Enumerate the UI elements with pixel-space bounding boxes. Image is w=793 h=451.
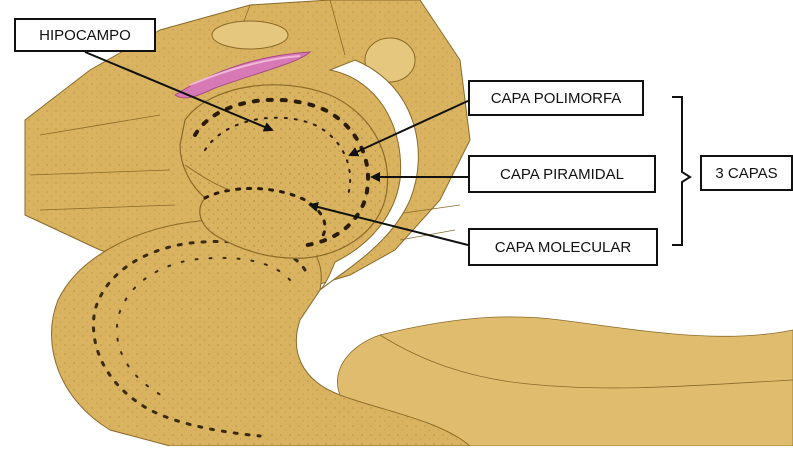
label-molecular-layer: CAPA MOLECULAR: [468, 228, 658, 266]
label-hippocampus: HIPOCAMPO: [14, 18, 156, 52]
label-three-layers: 3 CAPAS: [700, 155, 793, 191]
upper-blob-left: [212, 21, 288, 49]
bracket-icon: [672, 97, 690, 245]
label-polymorphic-layer: CAPA POLIMORFA: [468, 80, 644, 116]
lower-gyrus: [51, 219, 793, 446]
label-pyramidal-layer: CAPA PIRAMIDAL: [468, 155, 656, 193]
